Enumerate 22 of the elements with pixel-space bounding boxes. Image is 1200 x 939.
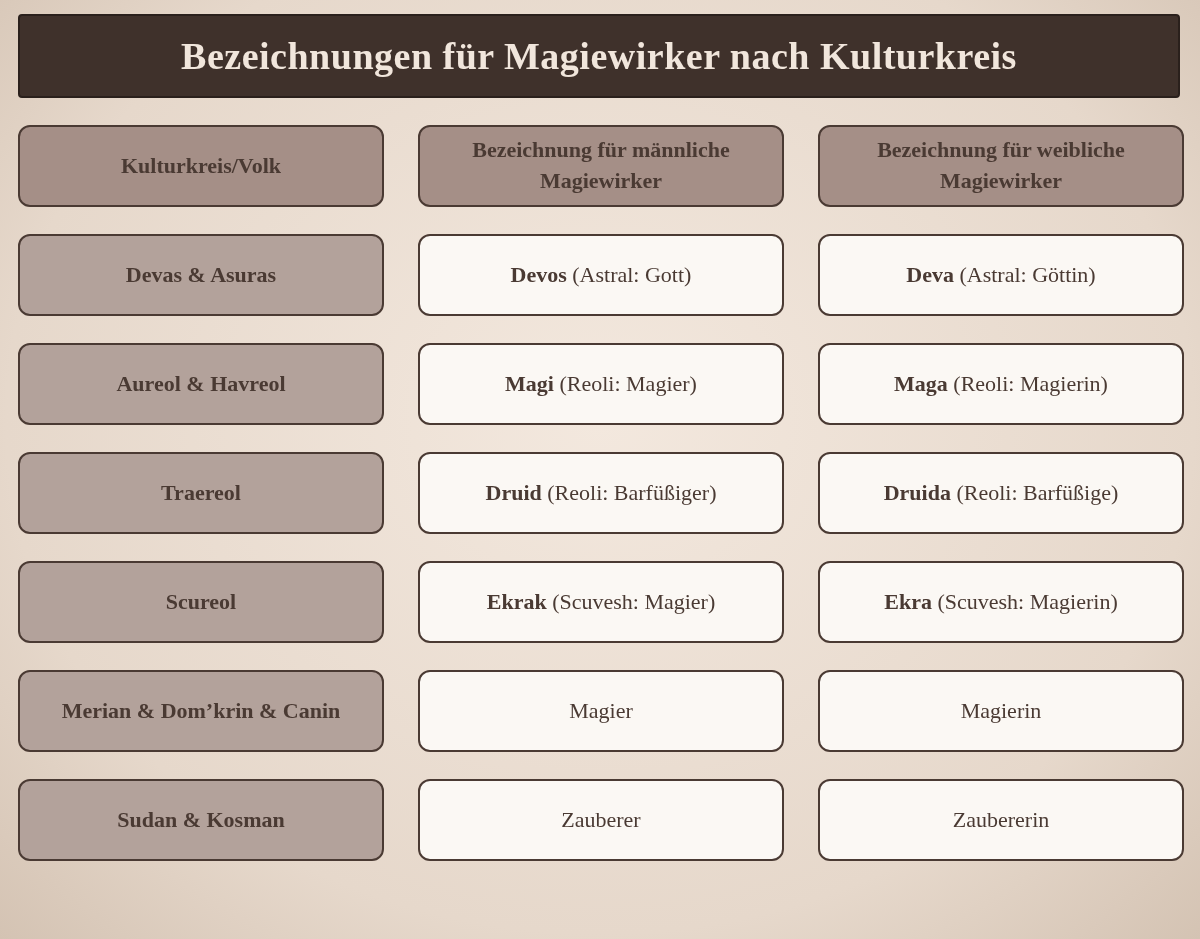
culture-box: Merian & Dom’krin & Canin xyxy=(18,670,384,752)
column-header-box: Bezeichnung für weibliche Magiewirker xyxy=(818,125,1184,207)
term-box: Ekrak (Scuvesh: Magier) xyxy=(418,561,784,643)
term-box: Zauberer xyxy=(418,779,784,861)
column-header-box: Kulturkreis/Volk xyxy=(18,125,384,207)
culture-box: Traereol xyxy=(18,452,384,534)
term-box: Druida (Reoli: Barfüßige) xyxy=(818,452,1184,534)
term-box: Magier xyxy=(418,670,784,752)
culture-box: Devas & Asuras xyxy=(18,234,384,316)
title-banner: Bezeichnungen für Magiewirker nach Kulturkreis xyxy=(18,14,1180,98)
column-header-box: Bezeichnung für männliche Magiewirker xyxy=(418,125,784,207)
term-box: Zaubererin xyxy=(818,779,1184,861)
culture-box: Sudan & Kosman xyxy=(18,779,384,861)
term-box: Magierin xyxy=(818,670,1184,752)
term-box: Magi (Reoli: Magier) xyxy=(418,343,784,425)
term-box: Ekra (Scuvesh: Magierin) xyxy=(818,561,1184,643)
culture-box: Scureol xyxy=(18,561,384,643)
term-box: Druid (Reoli: Barfüßiger) xyxy=(418,452,784,534)
term-box: Maga (Reoli: Magierin) xyxy=(818,343,1184,425)
term-box: Devos (Astral: Gott) xyxy=(418,234,784,316)
culture-box: Aureol & Havreol xyxy=(18,343,384,425)
term-box: Deva (Astral: Göttin) xyxy=(818,234,1184,316)
